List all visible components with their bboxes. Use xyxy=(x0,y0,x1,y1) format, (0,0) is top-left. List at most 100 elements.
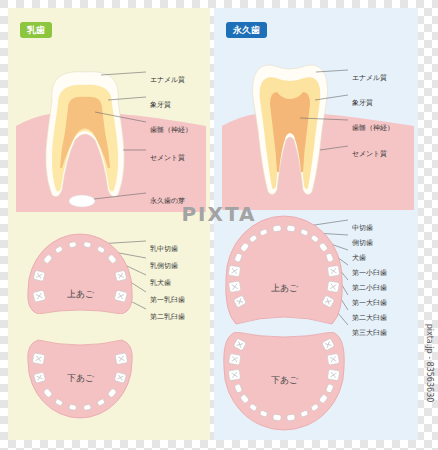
tooth xyxy=(287,225,296,232)
tooth-crown xyxy=(300,229,308,236)
jaw-name: 下あご xyxy=(271,374,298,386)
tooth-label: 側切歯 xyxy=(352,238,373,248)
tooth-crown xyxy=(259,410,267,417)
tooth-label: 乳中切歯 xyxy=(150,244,178,254)
permanent-tooth-section xyxy=(222,65,414,210)
tooth-label: 第三大臼歯 xyxy=(352,328,387,338)
tooth-label: 第一小臼歯 xyxy=(352,268,387,278)
tooth-crown xyxy=(310,403,319,411)
molar-groove xyxy=(232,356,238,362)
jaw-shape: 下あご xyxy=(22,338,138,422)
molar-groove xyxy=(231,372,237,378)
molar-groove xyxy=(330,372,336,378)
tooth-crown xyxy=(83,242,91,248)
tooth xyxy=(327,281,340,293)
leader-line xyxy=(101,72,146,75)
tooth-crown xyxy=(33,290,46,302)
tooth-label: 第一乳臼歯 xyxy=(150,295,185,305)
leader-line xyxy=(108,97,146,100)
tooth xyxy=(233,295,246,308)
tooth xyxy=(97,246,106,254)
tooth xyxy=(319,394,328,404)
tooth xyxy=(43,254,53,264)
tooth-crown xyxy=(273,225,282,232)
part-label: セメント質 xyxy=(150,153,185,163)
tooth xyxy=(33,290,46,302)
tooth-crown xyxy=(249,403,258,411)
tooth-crown xyxy=(322,295,335,308)
tooth-crown xyxy=(114,290,127,302)
baby-tooth-section xyxy=(16,72,206,212)
jaw-gum xyxy=(226,216,343,324)
tooth xyxy=(234,253,243,263)
tooth xyxy=(310,234,319,242)
tooth xyxy=(327,353,340,365)
panel-heading: 乳歯 xyxy=(20,22,52,38)
molar-groove xyxy=(118,273,124,279)
tooth-crown xyxy=(240,394,249,404)
tooth xyxy=(107,254,117,264)
molar-groove xyxy=(118,356,124,362)
tooth xyxy=(33,270,45,281)
tooth-crown xyxy=(228,353,241,365)
molar-groove xyxy=(325,298,332,304)
tooth xyxy=(55,246,64,254)
tooth-label: 乳側切歯 xyxy=(150,261,178,271)
tooth xyxy=(249,234,258,242)
tooth-crown xyxy=(114,372,126,383)
tooth xyxy=(322,295,335,308)
molar-groove xyxy=(237,298,244,304)
panel-band: 乳歯上あご下あご xyxy=(8,8,210,440)
dentin xyxy=(52,85,118,192)
tooth-crown xyxy=(32,353,45,365)
molar-groove xyxy=(37,375,43,381)
leader-line xyxy=(94,193,146,199)
tooth-crown xyxy=(234,384,243,394)
molar-groove xyxy=(237,341,244,347)
tooth xyxy=(114,290,127,302)
tooth xyxy=(107,388,117,398)
tooth-crown xyxy=(327,265,339,276)
tooth-label: 犬歯 xyxy=(352,253,366,263)
tooth xyxy=(300,229,308,236)
jaw-name: 上あご xyxy=(271,282,298,294)
tooth-crown xyxy=(240,242,249,252)
molar-groove xyxy=(330,356,336,362)
jaw-shape: 上あご xyxy=(22,230,138,314)
tooth-crown xyxy=(97,398,106,406)
leader-line xyxy=(123,150,146,151)
tooth xyxy=(287,414,296,421)
tooth-crown xyxy=(310,234,319,242)
jaw-outline xyxy=(222,212,346,326)
tooth-crown xyxy=(107,254,117,264)
tooth-crown xyxy=(322,338,335,351)
tooth xyxy=(234,384,243,394)
tooth-crown xyxy=(69,242,77,248)
jaw-gum xyxy=(28,340,133,418)
tooth-crown xyxy=(327,281,340,293)
tooth-crown xyxy=(115,353,128,365)
tooth xyxy=(240,394,249,404)
enamel xyxy=(46,72,125,197)
tooth xyxy=(300,410,308,417)
tooth xyxy=(32,353,45,365)
tooth xyxy=(83,404,91,410)
tooth xyxy=(55,398,64,406)
tooth xyxy=(240,242,249,252)
tooth xyxy=(273,414,282,421)
tooth xyxy=(228,353,241,365)
tooth-crown xyxy=(115,270,127,281)
molar-groove xyxy=(36,273,42,279)
tooth-crown xyxy=(33,270,45,281)
part-label: 歯髄（神経） xyxy=(150,125,192,135)
leader-line xyxy=(315,95,348,100)
tooth-crown xyxy=(287,414,296,421)
jaw-gum xyxy=(28,234,133,314)
tooth-label: 第二乳臼歯 xyxy=(150,312,185,322)
tooth-crown xyxy=(287,225,296,232)
jaw-shape: 上あご xyxy=(222,212,346,326)
molar-groove xyxy=(36,356,42,362)
tooth-crown xyxy=(233,295,246,308)
molar-groove xyxy=(330,268,336,274)
